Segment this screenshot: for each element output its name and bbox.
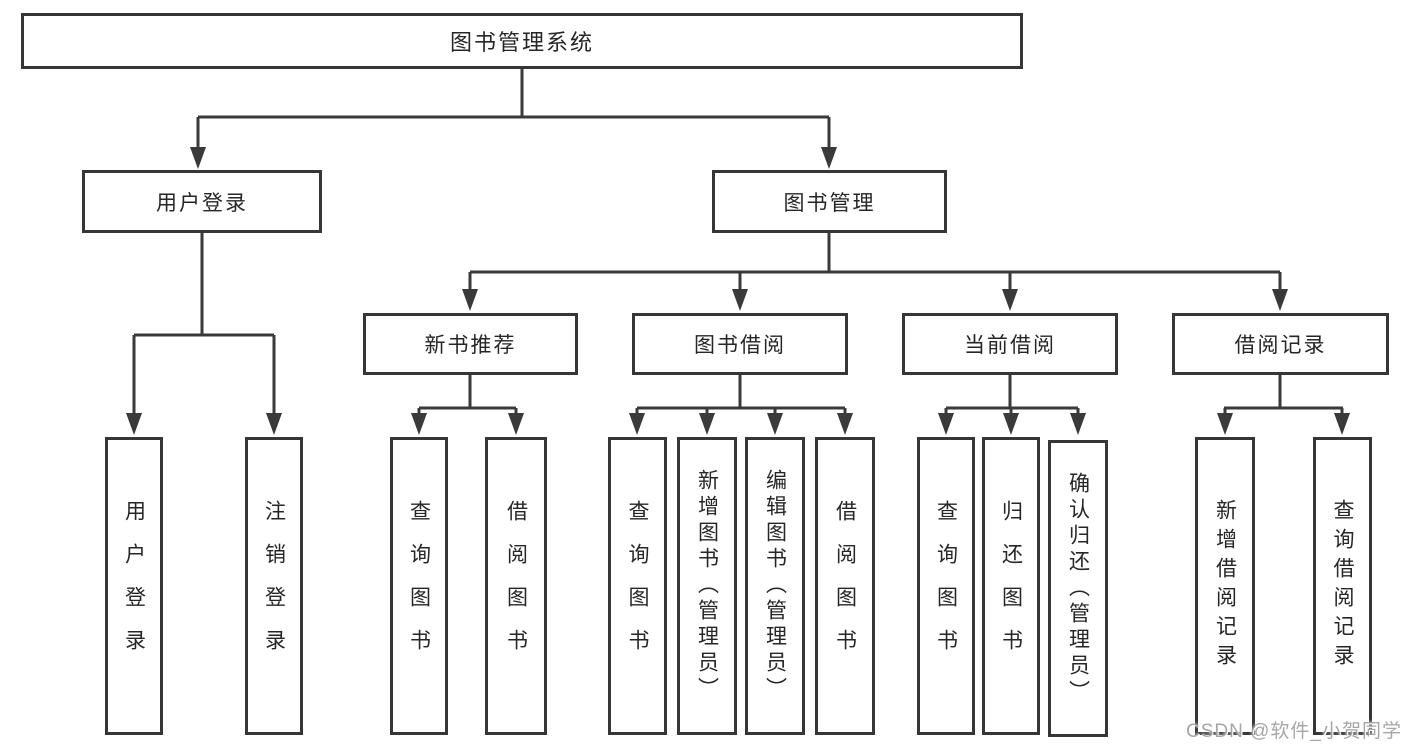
- node-book-management: 图书管理: [712, 170, 947, 233]
- connector-current-borrow-to-leaves: [944, 375, 1080, 415]
- leaf-return-books: 归还图书: [982, 437, 1040, 735]
- leaf-add-borrow-record: 新增借阅记录: [1195, 437, 1255, 735]
- connector-book-borrow-to-leaves: [635, 375, 847, 415]
- csdn-watermark: CSDN @软件_小贺同学: [1186, 721, 1402, 742]
- arrowheads: [126, 147, 1350, 435]
- leaf-edit-books-admin: 编辑图书（管理员）: [745, 437, 805, 735]
- leaf-add-books-admin: 新增图书（管理员）: [677, 437, 737, 735]
- leaf-logout: 注销登录: [245, 437, 303, 735]
- leaf-query-borrow-record: 查询借阅记录: [1313, 437, 1372, 735]
- leaf-query-books-borrow: 查询图书: [608, 437, 667, 735]
- node-book-borrow: 图书借阅: [632, 313, 848, 375]
- leaf-borrow-books-recommend: 借阅图书: [485, 437, 547, 735]
- leaf-query-books-recommend: 查询图书: [390, 437, 448, 735]
- leaf-confirm-return-admin: 确认归还（管理员）: [1048, 440, 1108, 737]
- connector-new-book-to-leaves: [417, 375, 518, 415]
- node-user-login: 用户登录: [82, 170, 322, 233]
- connector-user-login-to-leaves: [132, 233, 276, 415]
- node-root-system: 图书管理系统: [21, 13, 1023, 69]
- leaf-query-books-current: 查询图书: [917, 437, 975, 735]
- leaf-user-login: 用户登录: [105, 437, 163, 735]
- node-new-book-recommend: 新书推荐: [363, 313, 578, 375]
- node-current-borrow: 当前借阅: [902, 313, 1118, 375]
- connector-root-to-level2: [196, 69, 831, 149]
- node-borrow-records: 借阅记录: [1172, 313, 1389, 375]
- connector-book-mgmt-to-level3: [468, 233, 1282, 291]
- connector-borrow-records-to-leaves: [1223, 375, 1344, 415]
- leaf-borrow-books: 借阅图书: [815, 437, 875, 735]
